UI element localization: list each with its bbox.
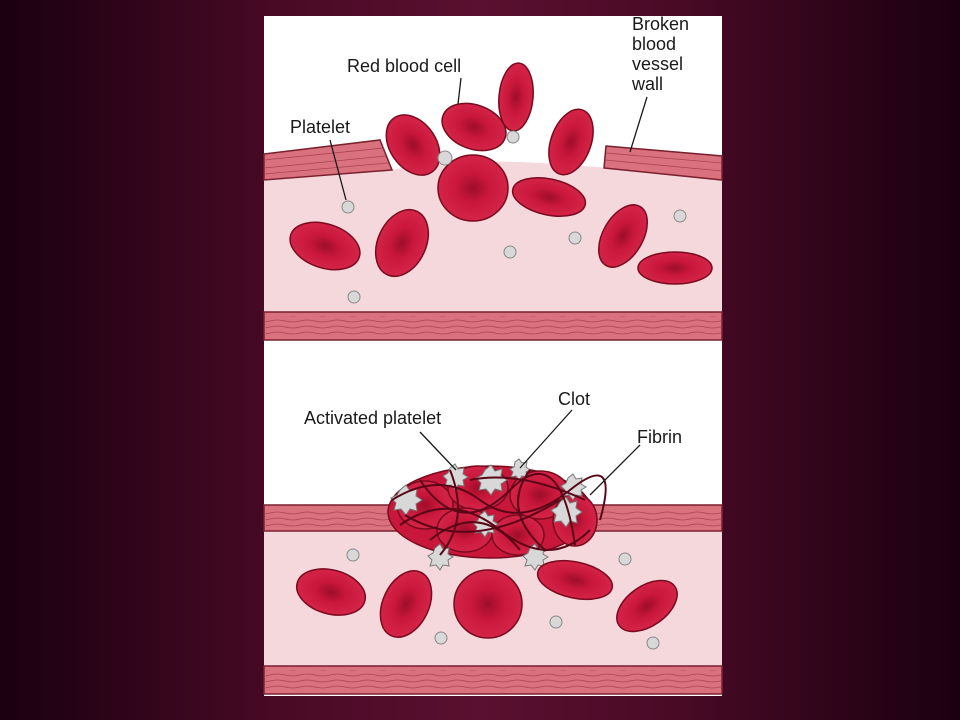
leader-fibrin <box>589 444 641 496</box>
platelet <box>506 130 520 144</box>
vessel-wall-upper-right <box>603 145 723 181</box>
red-blood-cells-bottom <box>295 559 678 639</box>
red-blood-cell <box>441 102 507 152</box>
label-broken-wall-line4: wall <box>632 74 664 94</box>
platelet <box>347 290 361 304</box>
leader-red-blood-cell <box>457 77 462 105</box>
red-blood-cell <box>536 559 614 601</box>
label-clot: Clot <box>558 389 591 409</box>
red-blood-cell <box>289 221 361 271</box>
platelet <box>437 150 453 166</box>
leader-clot <box>519 409 573 469</box>
platelet <box>568 231 582 245</box>
label-platelet: Platelet <box>290 117 351 137</box>
red-blood-cell <box>637 251 713 285</box>
platelets-top <box>341 130 687 304</box>
platelet <box>673 209 687 223</box>
platelet <box>646 636 660 650</box>
platelet <box>503 245 517 259</box>
red-blood-cell <box>498 62 534 132</box>
red-blood-cell <box>511 177 587 217</box>
label-broken-wall-line1: Broken <box>632 14 690 34</box>
red-blood-cell <box>295 568 367 616</box>
platelet <box>346 548 360 562</box>
red-blood-cell <box>616 579 678 633</box>
red-blood-cells-top <box>289 62 713 285</box>
platelet <box>434 631 448 645</box>
red-blood-cell <box>597 204 649 268</box>
top-vessel <box>263 139 723 341</box>
platelets-bottom <box>346 548 660 650</box>
leader-lines-bottom <box>419 409 641 496</box>
platelet <box>549 615 563 629</box>
leader-broken-wall <box>629 96 648 153</box>
leader-activated-platelet <box>419 431 457 471</box>
red-blood-cell <box>437 154 509 222</box>
plasma-top <box>264 161 722 312</box>
leader-lines-top <box>329 77 648 201</box>
red-blood-cell <box>374 208 430 278</box>
label-activated-platelet: Activated platelet <box>304 408 442 428</box>
activated-platelet <box>475 464 508 496</box>
platelet <box>341 200 355 214</box>
red-blood-cell <box>385 114 441 176</box>
red-blood-cell <box>379 570 433 638</box>
fibrin-strands <box>391 469 607 556</box>
label-red-blood-cell: Red blood cell <box>347 56 462 76</box>
activated-platelet <box>550 496 583 528</box>
red-blood-cell <box>548 108 594 176</box>
label-broken-wall-line2: blood <box>632 34 677 54</box>
leader-platelet <box>329 139 347 201</box>
platelet <box>618 552 632 566</box>
label-broken-wall-line3: vessel <box>632 54 684 74</box>
red-blood-cell <box>453 569 523 639</box>
clot <box>387 458 607 571</box>
activated-platelets <box>390 458 587 571</box>
label-fibrin: Fibrin <box>637 427 683 447</box>
